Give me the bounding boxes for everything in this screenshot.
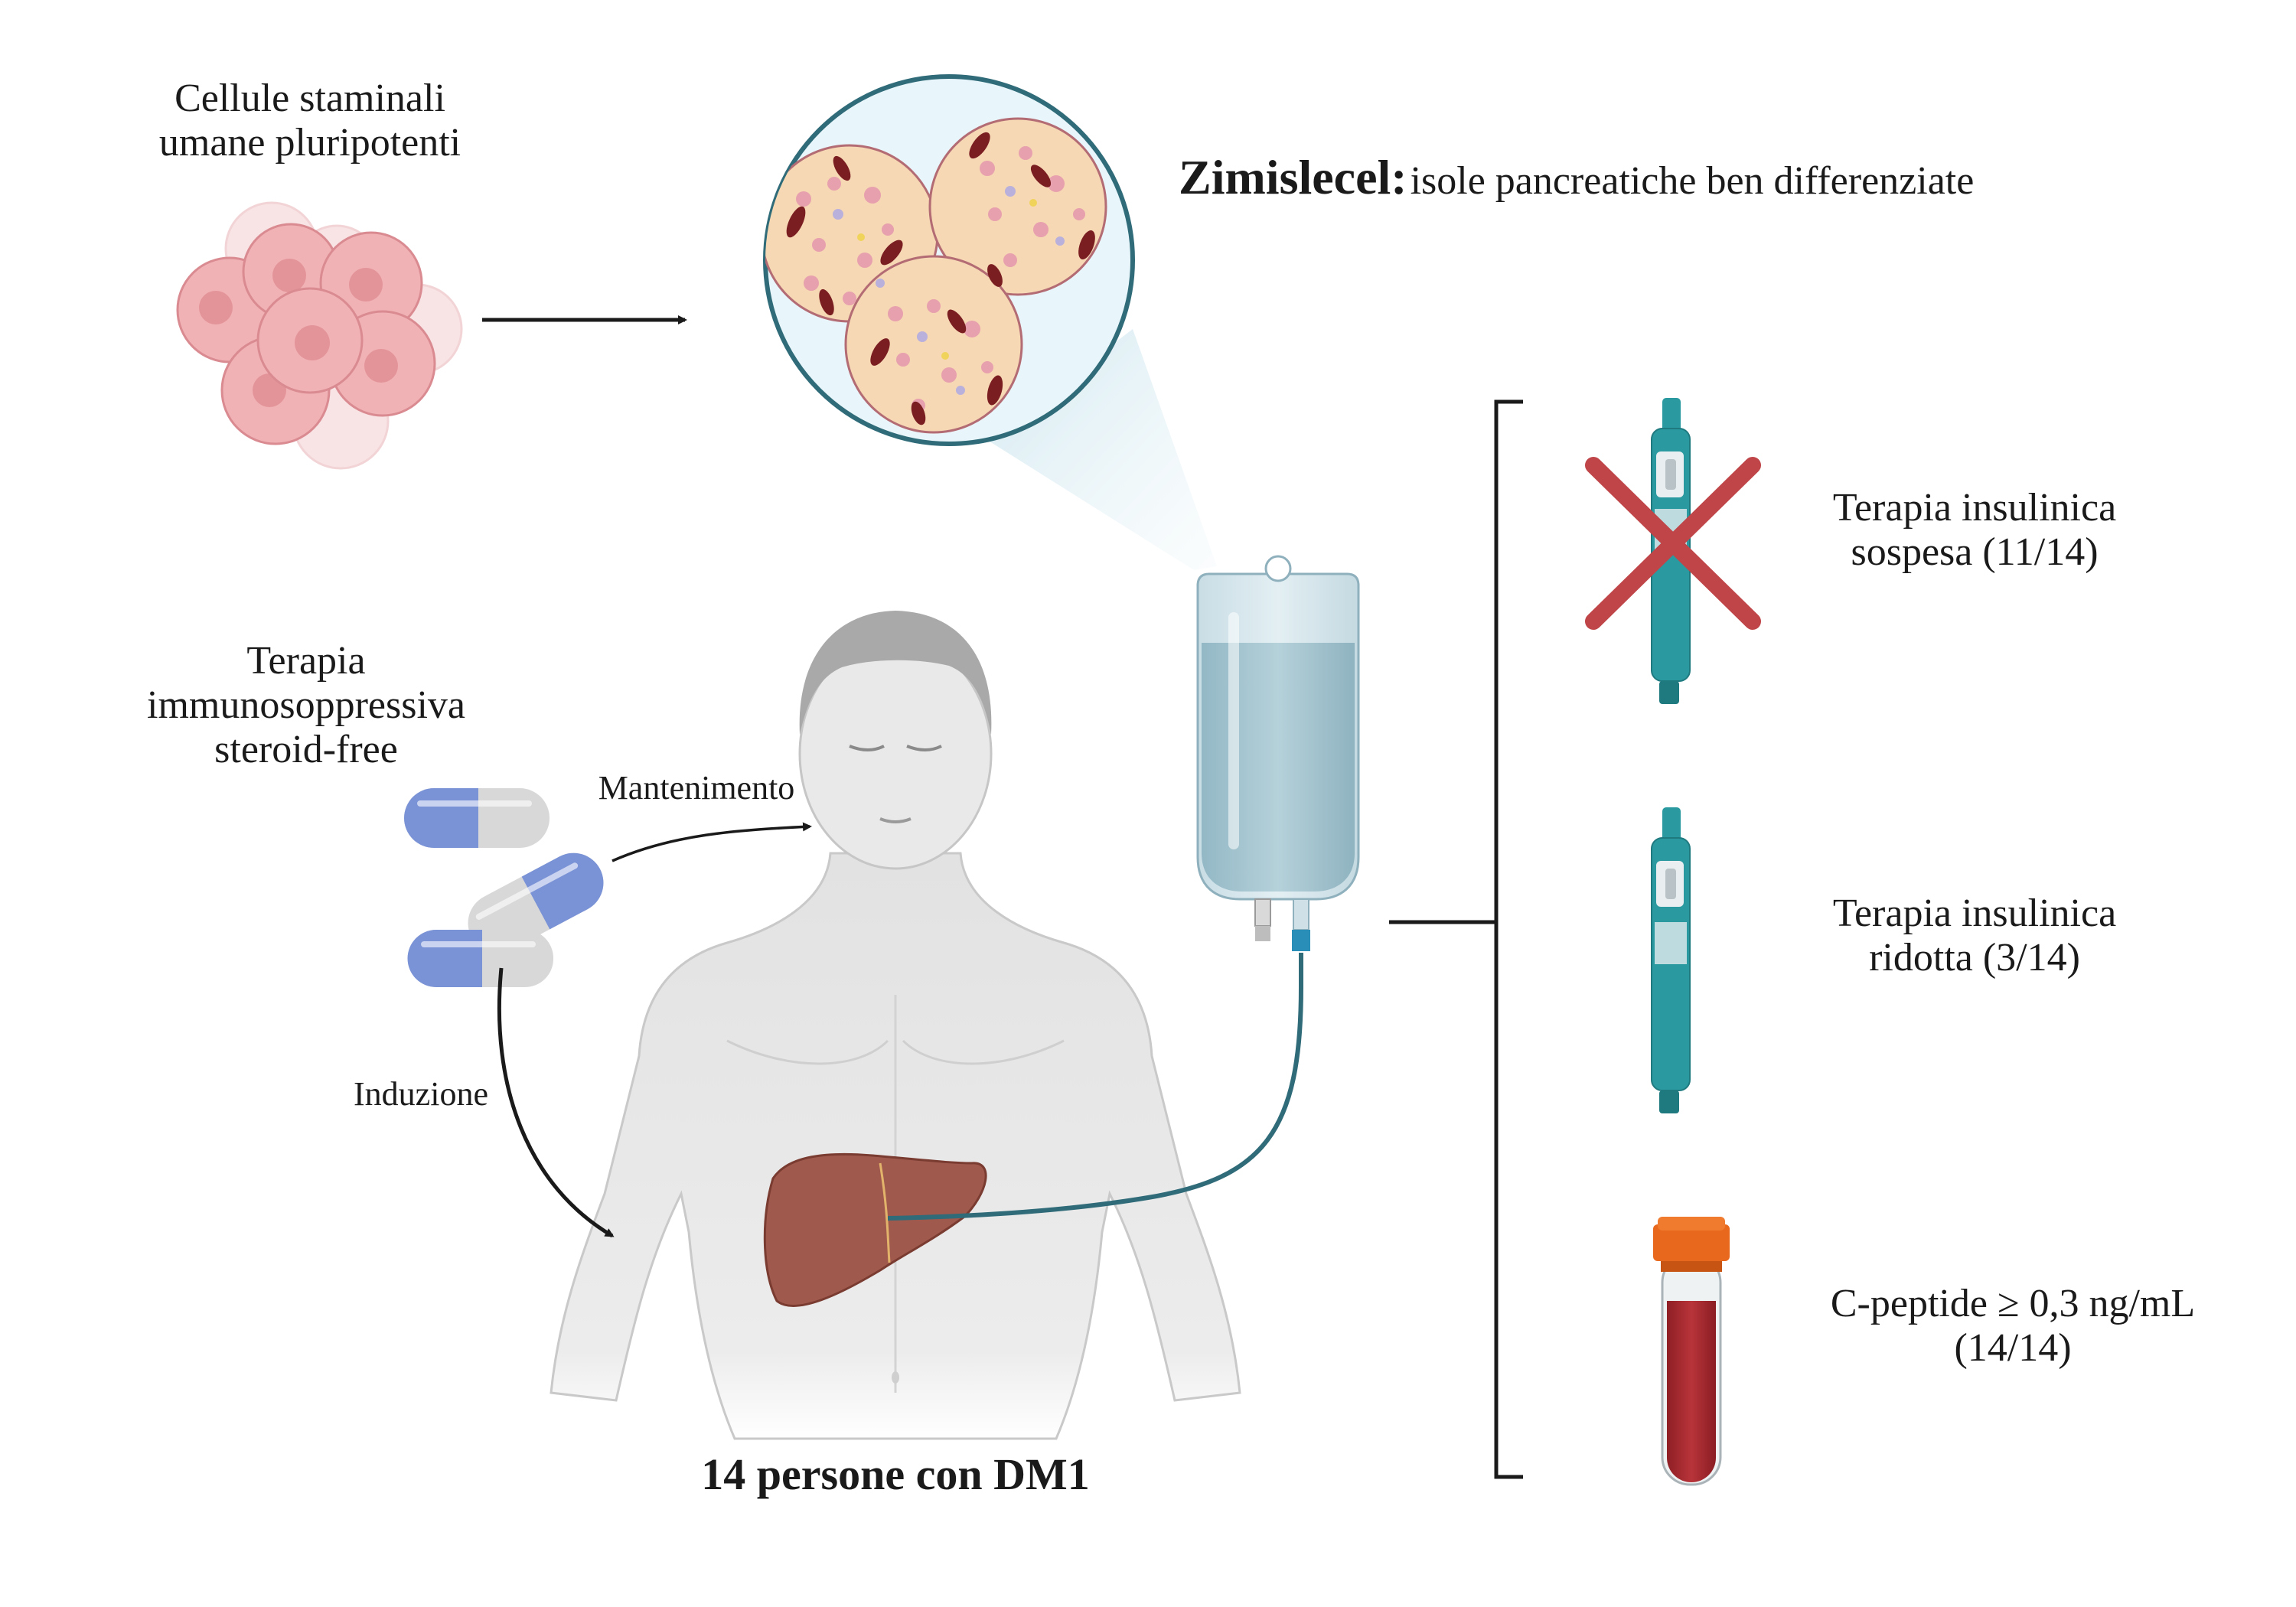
- capsule-icon: [468, 852, 604, 953]
- product-title: Zimislecel: isole pancreatiche ben diffe…: [1179, 149, 1974, 206]
- stem-cells-line1: Cellule staminali: [174, 77, 445, 120]
- arrow-induction: [497, 967, 615, 1238]
- blood-tube-icon: [1653, 1217, 1730, 1486]
- immunotherapy-line2: immunosoppressiva: [147, 683, 465, 728]
- stem-cells-line2: umane pluripotenti: [158, 121, 461, 165]
- cross-mark-icon: [1585, 457, 1761, 630]
- immunotherapy-line3: steroid-free: [214, 728, 398, 772]
- outcome-suspended: Terapia insulinica sospesa (11/14): [1760, 486, 2189, 575]
- stem-cells-label: Cellule staminali umane pluripotenti: [111, 77, 509, 165]
- patient-body-icon: [550, 611, 1241, 1440]
- outcome-reduced: Terapia insulinica ridotta (3/14): [1760, 892, 2189, 980]
- arrow-maintenance: [612, 822, 812, 862]
- pancreatic-islets-icon: [763, 74, 1135, 446]
- product-description: isole pancreatiche ben differenziate: [1410, 159, 1975, 203]
- outcome-reduced-line1: Terapia insulinica: [1832, 892, 2117, 935]
- patients-label: 14 persone con DM1: [701, 1449, 1090, 1499]
- iv-bag-icon: [1196, 555, 1360, 951]
- capsule-icon: [404, 788, 550, 848]
- immunotherapy-line1: Terapia: [246, 639, 366, 683]
- outcome-cpeptide: C-peptide ≥ 0,3 ng/mL (14/14): [1776, 1282, 2250, 1371]
- product-name: Zimislecel:: [1179, 150, 1407, 204]
- capsule-icon: [407, 930, 553, 987]
- immunotherapy-label: Terapia immunosoppressiva steroid-free: [92, 639, 520, 773]
- stem-cell-cluster-icon: [176, 201, 463, 470]
- outcome-reduced-line2: ridotta (3/14): [1869, 936, 2080, 980]
- maintenance-label: Mantenimento: [598, 769, 795, 807]
- outcome-cpeptide-line2: (14/14): [1954, 1326, 2072, 1371]
- induction-label: Induzione: [354, 1075, 488, 1113]
- outcome-cpeptide-line1: C-peptide ≥ 0,3 ng/mL: [1830, 1282, 2196, 1325]
- magnifier-beam: [987, 329, 1217, 570]
- iv-tube: [887, 953, 1303, 1221]
- outcome-suspended-line1: Terapia insulinica: [1832, 486, 2117, 530]
- outcomes-bracket: [1389, 399, 1523, 1479]
- insulin-pen-icon: [1651, 807, 1691, 1113]
- outcome-suspended-line2: sospesa (11/14): [1851, 530, 2099, 575]
